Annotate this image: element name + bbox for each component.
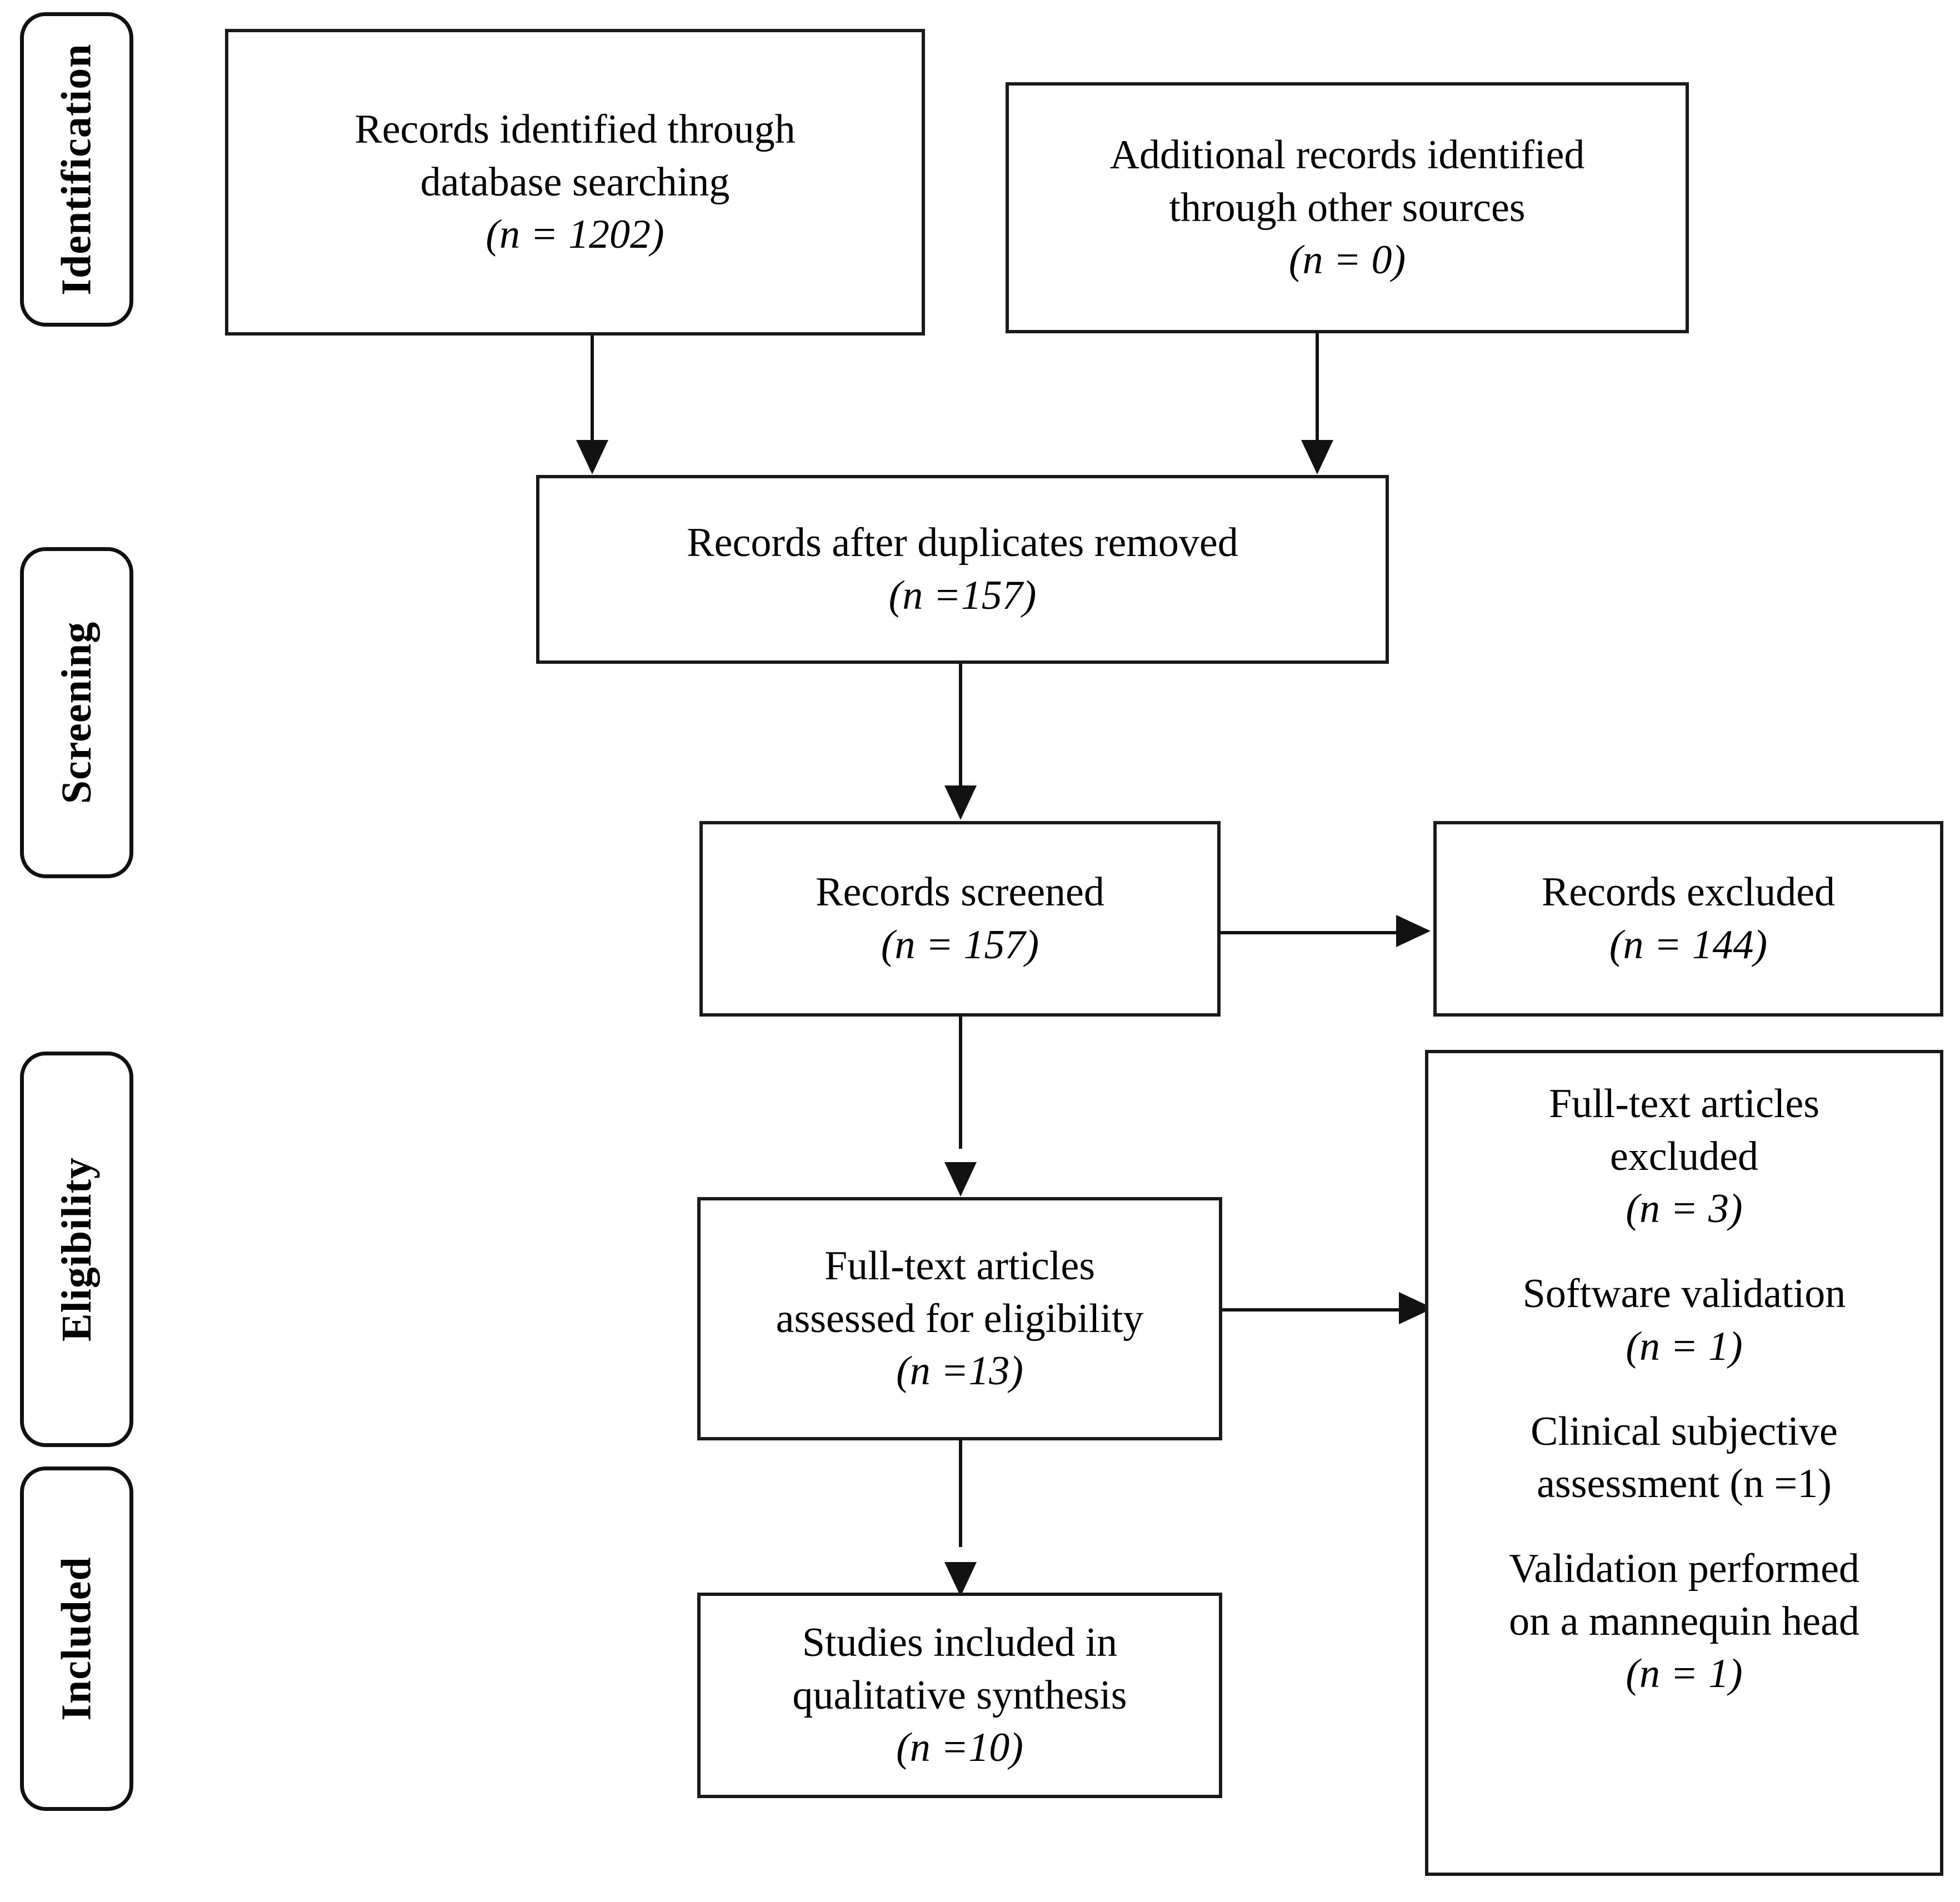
- connector-duplicates-down: [959, 664, 962, 792]
- excluded-group-headline: Full-text articles excluded (n = 3): [1509, 1078, 1859, 1235]
- arrowhead-fulltext-down: [944, 1562, 977, 1596]
- other-sources-line2: through other sources: [1169, 184, 1526, 231]
- stage-label-eligibility: Eligibility: [53, 1157, 100, 1342]
- stage-label-included: Included: [53, 1556, 101, 1721]
- stage-pill-identification: Identification: [20, 12, 133, 327]
- arrowhead-db-search-down: [576, 440, 608, 474]
- studies-included-line2: qualitative synthesis: [792, 1672, 1127, 1718]
- records-excluded-count: (n = 144): [1609, 922, 1768, 968]
- connector-fulltext-down: [959, 1440, 962, 1547]
- box-records-after-duplicates-removed: Records after duplicates removed (n =157…: [536, 475, 1389, 664]
- excluded-reason-clinical-subjective-assessment: Clinical subjective assessment (n =1): [1509, 1405, 1859, 1510]
- excluded-reason-mannequin-head: Validation performed on a mannequin head…: [1509, 1543, 1859, 1700]
- fulltext-assessed-line2: assessed for eligibility: [776, 1295, 1144, 1342]
- records-screened-line1: Records screened: [816, 869, 1104, 915]
- fulltext-assessed-count: (n =13): [896, 1348, 1023, 1394]
- arrowhead-screened-to-excluded: [1396, 915, 1431, 947]
- box-studies-included-text: Studies included in qualitative synthesi…: [778, 1616, 1141, 1774]
- db-search-line2: database searching: [420, 159, 730, 205]
- connector-fulltext-to-excluded: [1222, 1308, 1401, 1312]
- stage-pill-screening: Screening: [20, 547, 133, 878]
- connector-screened-down: [959, 1017, 962, 1149]
- db-search-count: (n = 1202): [486, 212, 664, 258]
- excluded-reason3-line1: Validation performed: [1509, 1546, 1859, 1592]
- connector-other-sources-down: [1316, 333, 1319, 447]
- box-additional-records-other-sources: Additional records identified through ot…: [1006, 82, 1689, 333]
- excluded-reason1-count: (n = 1): [1626, 1323, 1743, 1369]
- box-additional-records-text: Additional records identified through ot…: [1096, 129, 1599, 287]
- fulltext-assessed-line1: Full-text articles: [824, 1243, 1096, 1289]
- stage-label-screening: Screening: [53, 621, 101, 804]
- duplicates-count: (n =157): [888, 573, 1037, 618]
- db-search-line1: Records identified through: [354, 106, 796, 152]
- records-screened-count: (n = 157): [881, 922, 1039, 968]
- box-records-identified-database: Records identified through database sear…: [225, 29, 925, 336]
- excluded-headline-count: (n = 3): [1626, 1186, 1743, 1232]
- stage-label-identification: Identification: [53, 43, 100, 296]
- box-fulltext-excluded-text: Full-text articles excluded (n = 3) Soft…: [1494, 1053, 1874, 1700]
- excluded-reason3-count: (n = 1): [1626, 1651, 1743, 1697]
- arrowhead-other-sources-down: [1301, 440, 1333, 474]
- duplicates-line1: Records after duplicates removed: [687, 520, 1238, 566]
- excluded-reason2-line2: assessment (n =1): [1537, 1461, 1832, 1507]
- box-records-screened: Records screened (n = 157): [699, 821, 1221, 1017]
- excluded-reason3-line2: on a mannequin head: [1509, 1598, 1859, 1644]
- box-records-identified-database-text: Records identified through database sear…: [340, 103, 809, 261]
- box-records-excluded-text: Records excluded (n = 144): [1527, 866, 1849, 971]
- box-fulltext-excluded-reasons: Full-text articles excluded (n = 3) Soft…: [1425, 1050, 1943, 1876]
- studies-included-line1: Studies included in: [802, 1619, 1118, 1665]
- excluded-reason2-line1: Clinical subjective: [1531, 1408, 1838, 1454]
- box-fulltext-assessed-text: Full-text articles assessed for eligibil…: [762, 1240, 1158, 1398]
- connector-db-search-down: [591, 336, 594, 447]
- box-studies-included-qualitative-synthesis: Studies included in qualitative synthesi…: [697, 1593, 1222, 1798]
- stage-pill-included: Included: [20, 1466, 133, 1811]
- box-records-excluded: Records excluded (n = 144): [1433, 821, 1943, 1017]
- stage-pill-eligibility: Eligibility: [20, 1052, 133, 1447]
- excluded-reason1-line1: Software validation: [1522, 1271, 1846, 1317]
- arrowhead-screened-down: [944, 1162, 977, 1197]
- connector-screened-to-excluded: [1221, 931, 1398, 934]
- box-records-screened-text: Records screened (n = 157): [801, 866, 1119, 971]
- excluded-reason-software-validation: Software validation (n = 1): [1509, 1268, 1859, 1373]
- excluded-headline-line2: excluded: [1609, 1133, 1759, 1179]
- excluded-headline-line1: Full-text articles: [1548, 1081, 1820, 1127]
- arrowhead-duplicates-down: [944, 785, 977, 820]
- box-fulltext-assessed-for-eligibility: Full-text articles assessed for eligibil…: [697, 1197, 1222, 1440]
- records-excluded-line1: Records excluded: [1541, 869, 1836, 915]
- other-sources-count: (n = 0): [1288, 237, 1406, 283]
- studies-included-count: (n =10): [896, 1725, 1023, 1771]
- other-sources-line1: Additional records identified: [1109, 132, 1585, 178]
- box-duplicates-removed-text: Records after duplicates removed (n =157…: [672, 517, 1252, 622]
